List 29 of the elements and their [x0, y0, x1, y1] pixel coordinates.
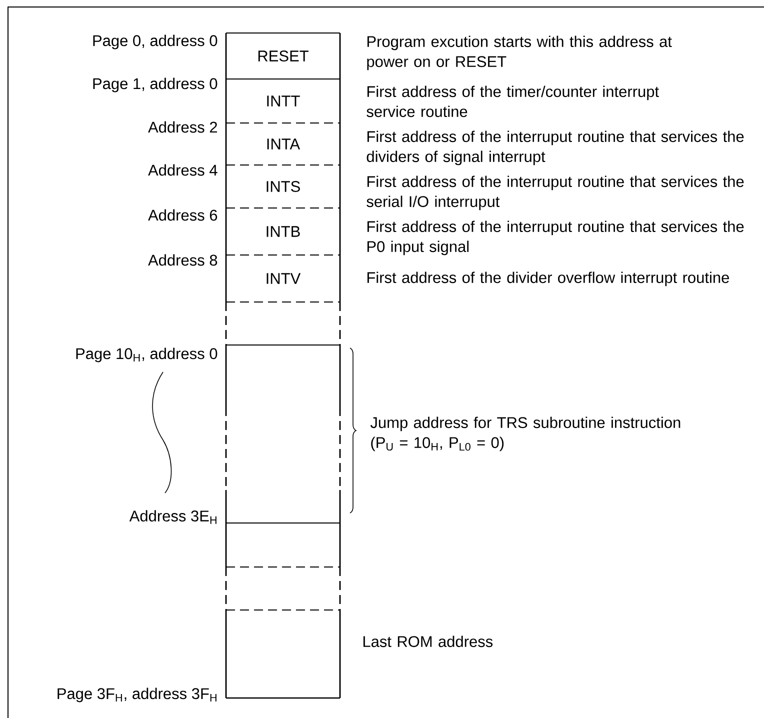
memory-cell [225, 302, 341, 345]
description-text: First address of the interruput routine that services the dividers of signal interrupt [366, 130, 744, 166]
description-text: First address of the timer/counter interrupt service routine [366, 86, 659, 118]
address-label: Address 3E$_{H}$ [129, 510, 216, 524]
memory-cell: INTT [225, 78, 341, 123]
description-text: Jump address for TRS subroutine instruction [370, 416, 680, 432]
address-label: Address 4 [148, 164, 218, 176]
memory-cell: RESET [225, 32, 341, 79]
description-text: First address of the interruput routine that services the P0 input signal [367, 220, 744, 256]
memory-cell: INTA [225, 122, 341, 165]
address-label: Page 3F$_{H}$, address 3F$_{H}$ [58, 688, 216, 702]
description-text: (P$_{U}$ = 10$_{H}$, P$_{L0}$ = 0) [371, 436, 504, 452]
memory-cell [225, 566, 341, 610]
memory-cell: INTB [225, 208, 341, 255]
memory-cell [225, 344, 341, 523]
address-label: Page 1, address 0 [93, 78, 218, 92]
address-label: Address 6 [148, 209, 218, 221]
address-label: Address 2 [148, 121, 217, 133]
memory-cell [225, 522, 341, 567]
description-text: First address of the interruput routine that services the serial I/O interruput [366, 176, 744, 210]
address-label: Page 0, address 0 [93, 34, 218, 50]
description-text: Program excution starts with this address at power on or RESET [367, 36, 672, 70]
description-text: Last ROM address [363, 636, 493, 648]
description-text: First address of the divider overflow interrupt routine [367, 272, 729, 286]
memory-cell: INTV [225, 254, 341, 302]
memory-cell [225, 610, 341, 699]
address-label: Page 10$_{H}$, address 0 [76, 348, 218, 362]
address-label: Address 8 [148, 254, 218, 266]
memory-cell: INTS [225, 164, 341, 208]
